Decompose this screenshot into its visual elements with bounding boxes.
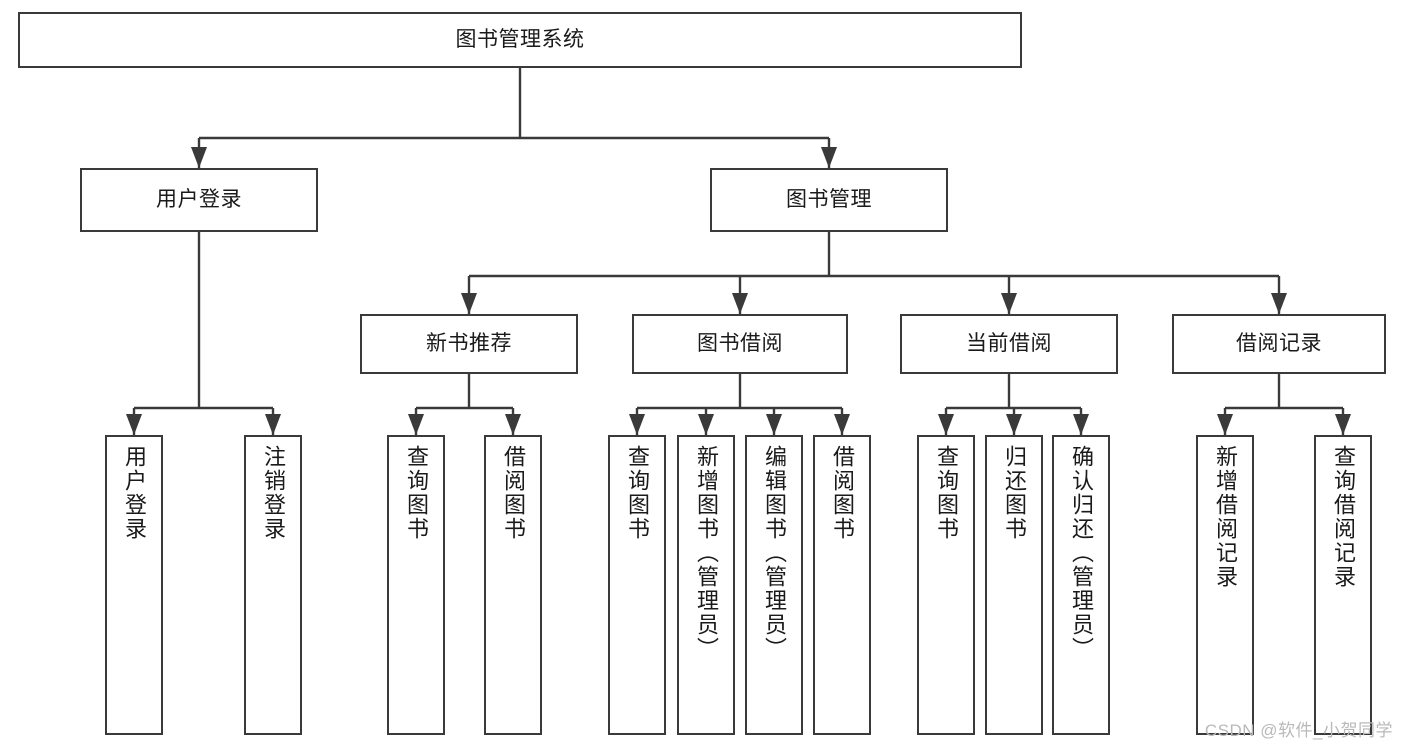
node-label-bookmgmt: 图书管理 bbox=[786, 187, 872, 211]
arrowhead-borrow-to-l-add bbox=[698, 414, 714, 435]
node-label-current: 当前借阅 bbox=[966, 331, 1052, 355]
node-label-l-queryrec: 查询借阅记录 bbox=[1331, 445, 1356, 589]
arrowhead-current-to-l-query3 bbox=[938, 414, 954, 435]
arrowhead-login-to-l-userlogin bbox=[126, 414, 142, 435]
node-borrow[interactable]: 图书借阅 bbox=[632, 314, 848, 374]
node-label-newbook: 新书推荐 bbox=[426, 331, 512, 355]
arrowhead-root-to-bookmgmt bbox=[821, 147, 837, 168]
node-root[interactable]: 图书管理系统 bbox=[18, 12, 1022, 68]
arrowhead-login-to-l-logout bbox=[265, 414, 281, 435]
node-label-l-borrow1: 借阅图书 bbox=[501, 445, 526, 541]
node-login[interactable]: 用户登录 bbox=[80, 168, 318, 232]
node-label-l-query3: 查询图书 bbox=[934, 445, 959, 541]
node-l-query3[interactable]: 查询图书 bbox=[917, 435, 975, 735]
node-l-queryrec[interactable]: 查询借阅记录 bbox=[1314, 435, 1372, 735]
node-l-query1[interactable]: 查询图书 bbox=[387, 435, 445, 735]
node-label-root: 图书管理系统 bbox=[455, 27, 585, 51]
node-label-l-edit: 编辑图书（管理员） bbox=[762, 445, 787, 661]
node-bookmgmt[interactable]: 图书管理 bbox=[710, 168, 948, 232]
arrowhead-bookmgmt-to-current bbox=[1001, 293, 1017, 314]
node-label-l-logout: 注销登录 bbox=[261, 445, 286, 541]
node-label-l-userlogin: 用户登录 bbox=[122, 445, 147, 541]
node-label-l-add: 新增图书（管理员） bbox=[694, 445, 719, 661]
node-l-borrow2[interactable]: 借阅图书 bbox=[813, 435, 871, 735]
arrowhead-bookmgmt-to-borrow bbox=[732, 293, 748, 314]
arrowhead-newbook-to-l-query1 bbox=[408, 414, 424, 435]
watermark-text: CSDN @软件_小贺同学 bbox=[1204, 721, 1393, 740]
node-l-addrec[interactable]: 新增借阅记录 bbox=[1196, 435, 1254, 735]
node-label-l-query2: 查询图书 bbox=[625, 445, 650, 541]
arrowhead-current-to-l-return bbox=[1006, 414, 1022, 435]
node-label-record: 借阅记录 bbox=[1236, 331, 1322, 355]
node-l-return[interactable]: 归还图书 bbox=[985, 435, 1043, 735]
node-label-borrow: 图书借阅 bbox=[697, 331, 783, 355]
node-current[interactable]: 当前借阅 bbox=[900, 314, 1118, 374]
node-label-l-confirm: 确认归还（管理员） bbox=[1069, 445, 1094, 661]
arrowhead-record-to-l-queryrec bbox=[1335, 414, 1351, 435]
arrowhead-record-to-l-addrec bbox=[1217, 414, 1233, 435]
node-label-l-return: 归还图书 bbox=[1002, 445, 1027, 541]
node-label-login: 用户登录 bbox=[156, 187, 242, 211]
node-l-add[interactable]: 新增图书（管理员） bbox=[677, 435, 735, 735]
arrowhead-borrow-to-l-borrow2 bbox=[834, 414, 850, 435]
arrowhead-current-to-l-confirm bbox=[1073, 414, 1089, 435]
node-l-confirm[interactable]: 确认归还（管理员） bbox=[1052, 435, 1110, 735]
node-newbook[interactable]: 新书推荐 bbox=[360, 314, 578, 374]
node-label-l-query1: 查询图书 bbox=[404, 445, 429, 541]
node-label-l-addrec: 新增借阅记录 bbox=[1213, 445, 1238, 589]
arrowhead-bookmgmt-to-newbook bbox=[461, 293, 477, 314]
node-label-l-borrow2: 借阅图书 bbox=[830, 445, 855, 541]
arrowhead-root-to-login bbox=[191, 147, 207, 168]
arrowhead-borrow-to-l-query2 bbox=[629, 414, 645, 435]
arrowhead-newbook-to-l-borrow1 bbox=[505, 414, 521, 435]
arrowhead-borrow-to-l-edit bbox=[766, 414, 782, 435]
node-l-edit[interactable]: 编辑图书（管理员） bbox=[745, 435, 803, 735]
node-l-borrow1[interactable]: 借阅图书 bbox=[484, 435, 542, 735]
node-l-query2[interactable]: 查询图书 bbox=[608, 435, 666, 735]
node-l-logout[interactable]: 注销登录 bbox=[244, 435, 302, 735]
arrowhead-bookmgmt-to-record bbox=[1271, 293, 1287, 314]
node-record[interactable]: 借阅记录 bbox=[1172, 314, 1386, 374]
node-l-userlogin[interactable]: 用户登录 bbox=[105, 435, 163, 735]
